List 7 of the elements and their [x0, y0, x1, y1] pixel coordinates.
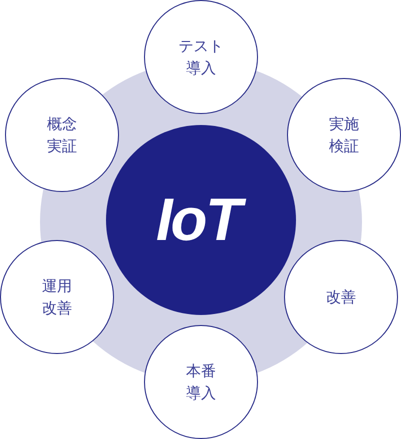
stage-label: 改善 [326, 287, 356, 308]
stage-label: テスト導入 [178, 36, 224, 79]
hub-label: IoT [150, 188, 252, 252]
stage-label: 概念実証 [46, 114, 78, 157]
stage-label: 本番導入 [186, 361, 216, 404]
stage-label: 運用改善 [42, 276, 72, 319]
stage-label: 実施検証 [328, 114, 360, 157]
